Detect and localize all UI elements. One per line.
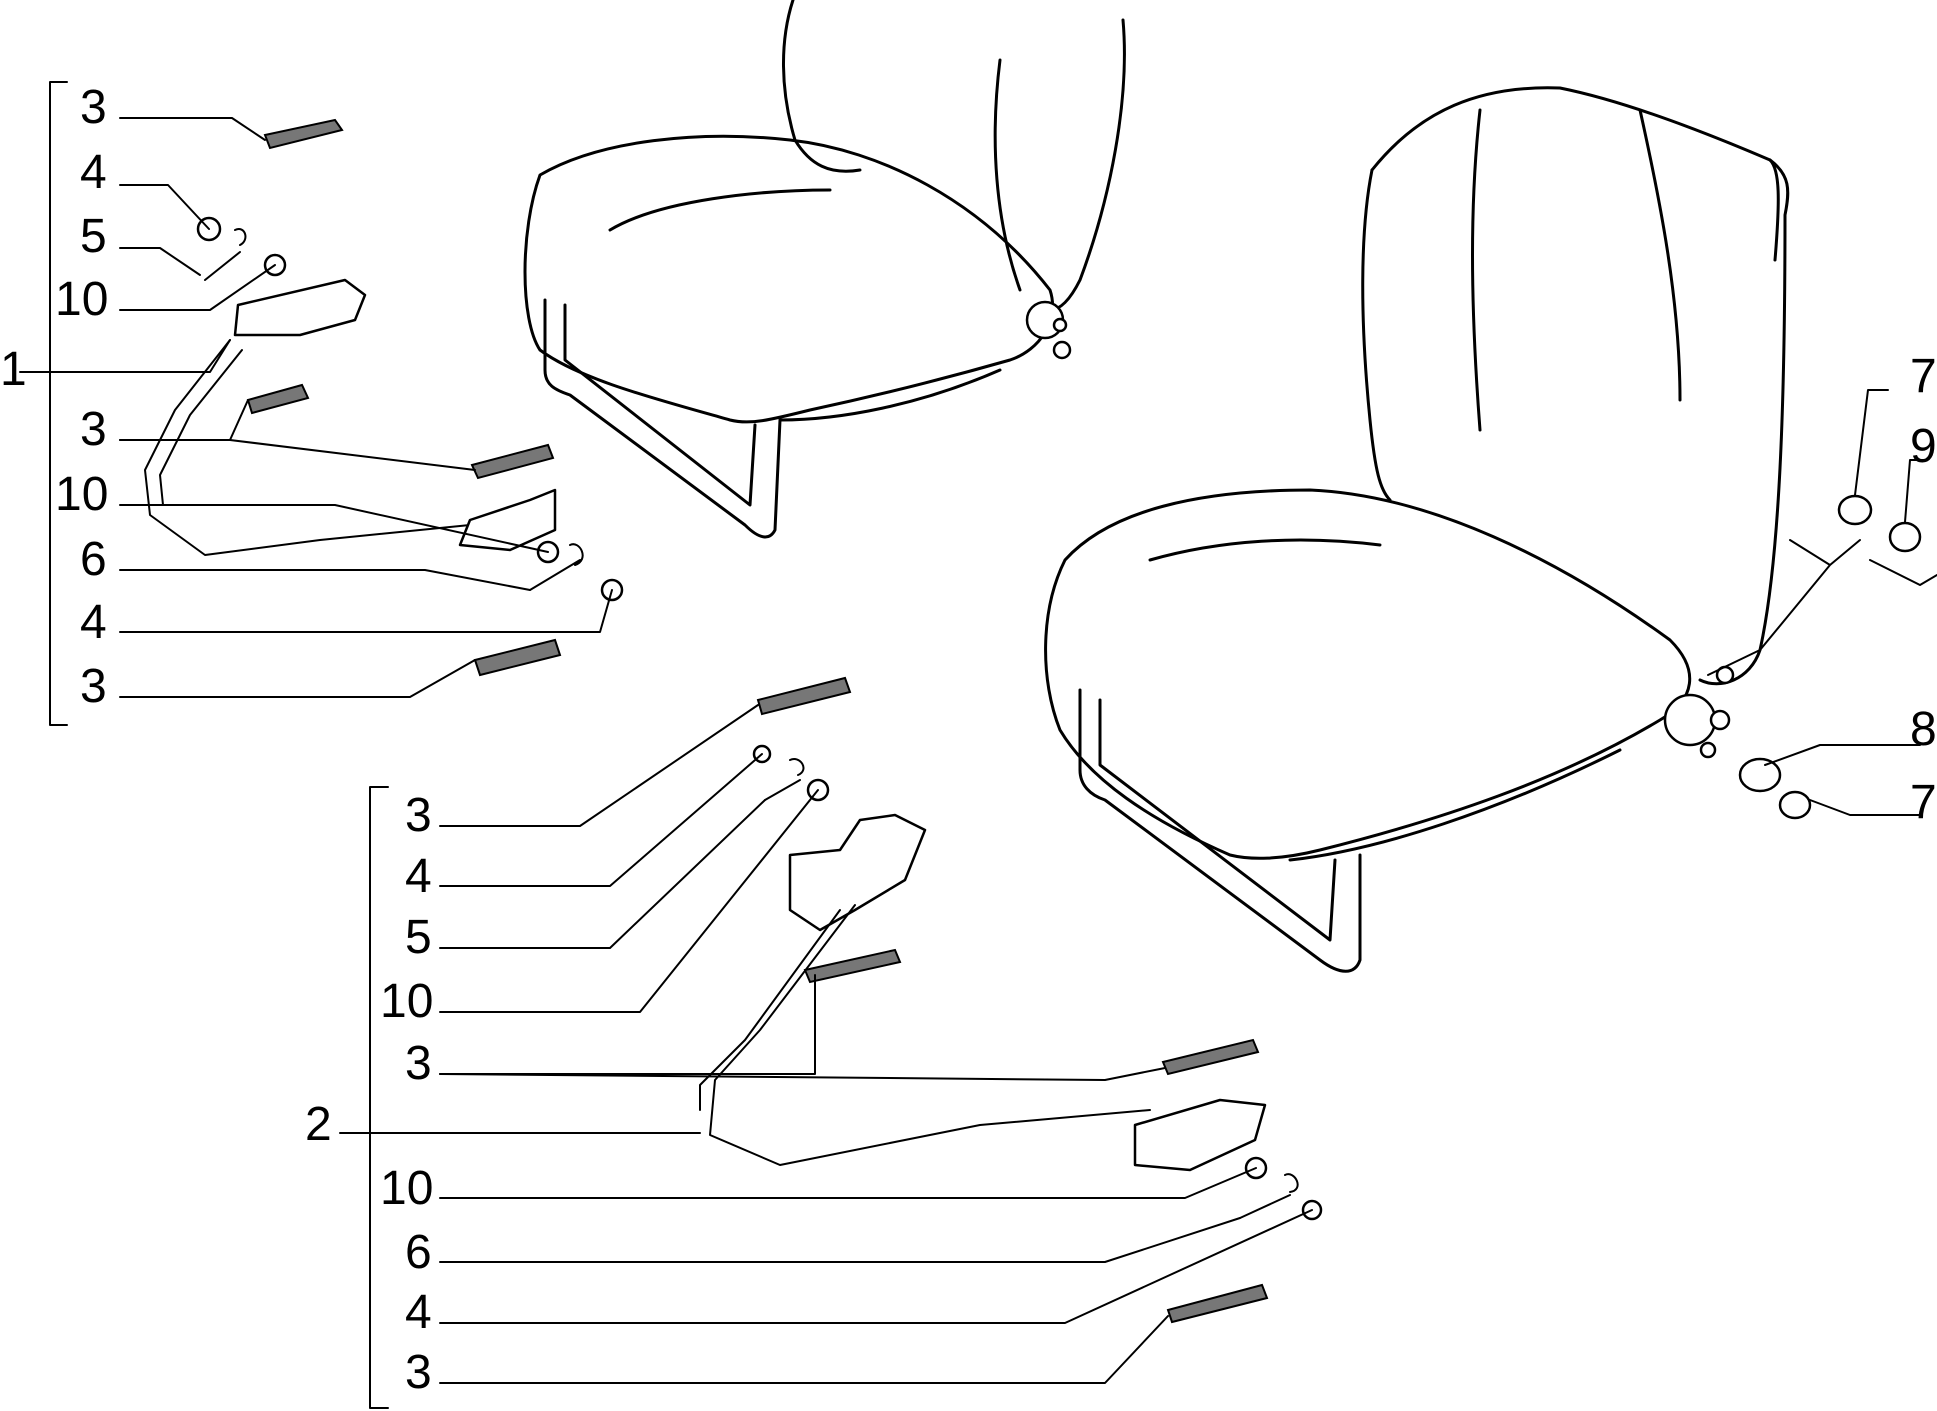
callout-g1-f: 10 <box>55 468 108 521</box>
callout-g1-b: 4 <box>80 146 107 199</box>
callout-g1-c: 5 <box>80 210 107 263</box>
callout-g2-c: 5 <box>405 911 432 964</box>
seat-illustration-front <box>1044 86 1790 973</box>
right-parts <box>1707 494 1937 820</box>
group-1-leaders <box>19 117 613 698</box>
callout-g1-d: 10 <box>55 273 108 326</box>
callout-g1-g: 6 <box>80 533 107 586</box>
callout-g2-a: 3 <box>405 789 432 842</box>
callout-g2-d: 10 <box>380 975 433 1028</box>
seat-illustration-rear <box>523 0 1126 539</box>
callout-g1-a: 3 <box>80 81 107 134</box>
callout-g1-h: 4 <box>80 596 107 649</box>
callout-g2-b: 4 <box>405 850 432 903</box>
group-2-parts <box>699 676 1323 1324</box>
group-2-bracket <box>369 786 389 1409</box>
callout-r-c: 8 <box>1910 703 1937 756</box>
callout-g2-h: 4 <box>405 1286 432 1339</box>
callout-r-d: 7 <box>1910 776 1937 829</box>
callout-r-a: 7 <box>1910 350 1937 403</box>
callout-g2-i: 3 <box>405 1346 432 1399</box>
group-1-parts <box>144 118 624 677</box>
callout-group-1: 1 <box>0 343 27 396</box>
callout-g2-g: 6 <box>405 1226 432 1279</box>
callout-g2-f: 10 <box>380 1162 433 1215</box>
group-1-bracket <box>49 81 68 726</box>
callout-g1-i: 3 <box>80 660 107 713</box>
callout-g2-e: 3 <box>405 1037 432 1090</box>
group-2-callouts: 2 3 4 5 10 3 10 6 4 3 <box>305 789 433 1399</box>
group-2-leaders <box>339 704 1313 1384</box>
callout-r-b: 9 <box>1910 420 1937 473</box>
group-1-callouts: 1 3 4 5 10 3 10 6 4 3 <box>0 81 108 713</box>
callout-group-2: 2 <box>305 1098 332 1151</box>
right-leaders <box>1764 389 1926 816</box>
right-callouts: 7 9 8 7 <box>1910 350 1937 829</box>
callout-g1-e: 3 <box>80 403 107 456</box>
